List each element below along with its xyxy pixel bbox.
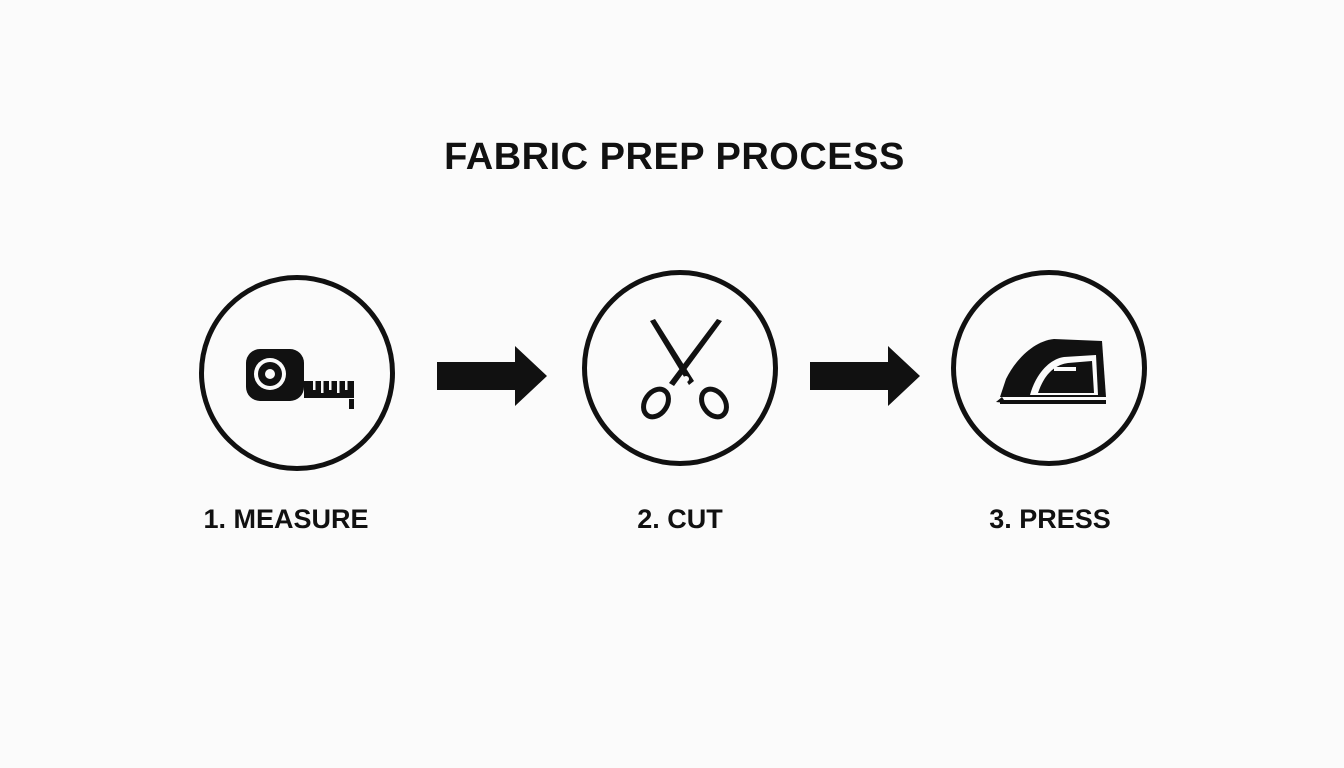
step-circle-cut (582, 270, 778, 466)
step-label-measure: 1. MEASURE (203, 504, 369, 534)
arrow-right-icon (810, 346, 920, 406)
step-circle-press (951, 270, 1147, 466)
step-label-press: 3. PRESS (989, 504, 1111, 534)
arrow-right-icon (437, 346, 547, 406)
step-circle-measure (199, 275, 395, 471)
tape-measure-icon (246, 349, 354, 409)
scissors-icon (641, 319, 729, 420)
diagram-title: FABRIC PREP PROCESS (444, 136, 905, 178)
iron-icon (996, 339, 1106, 404)
step-label-cut: 2. CUT (637, 504, 723, 534)
